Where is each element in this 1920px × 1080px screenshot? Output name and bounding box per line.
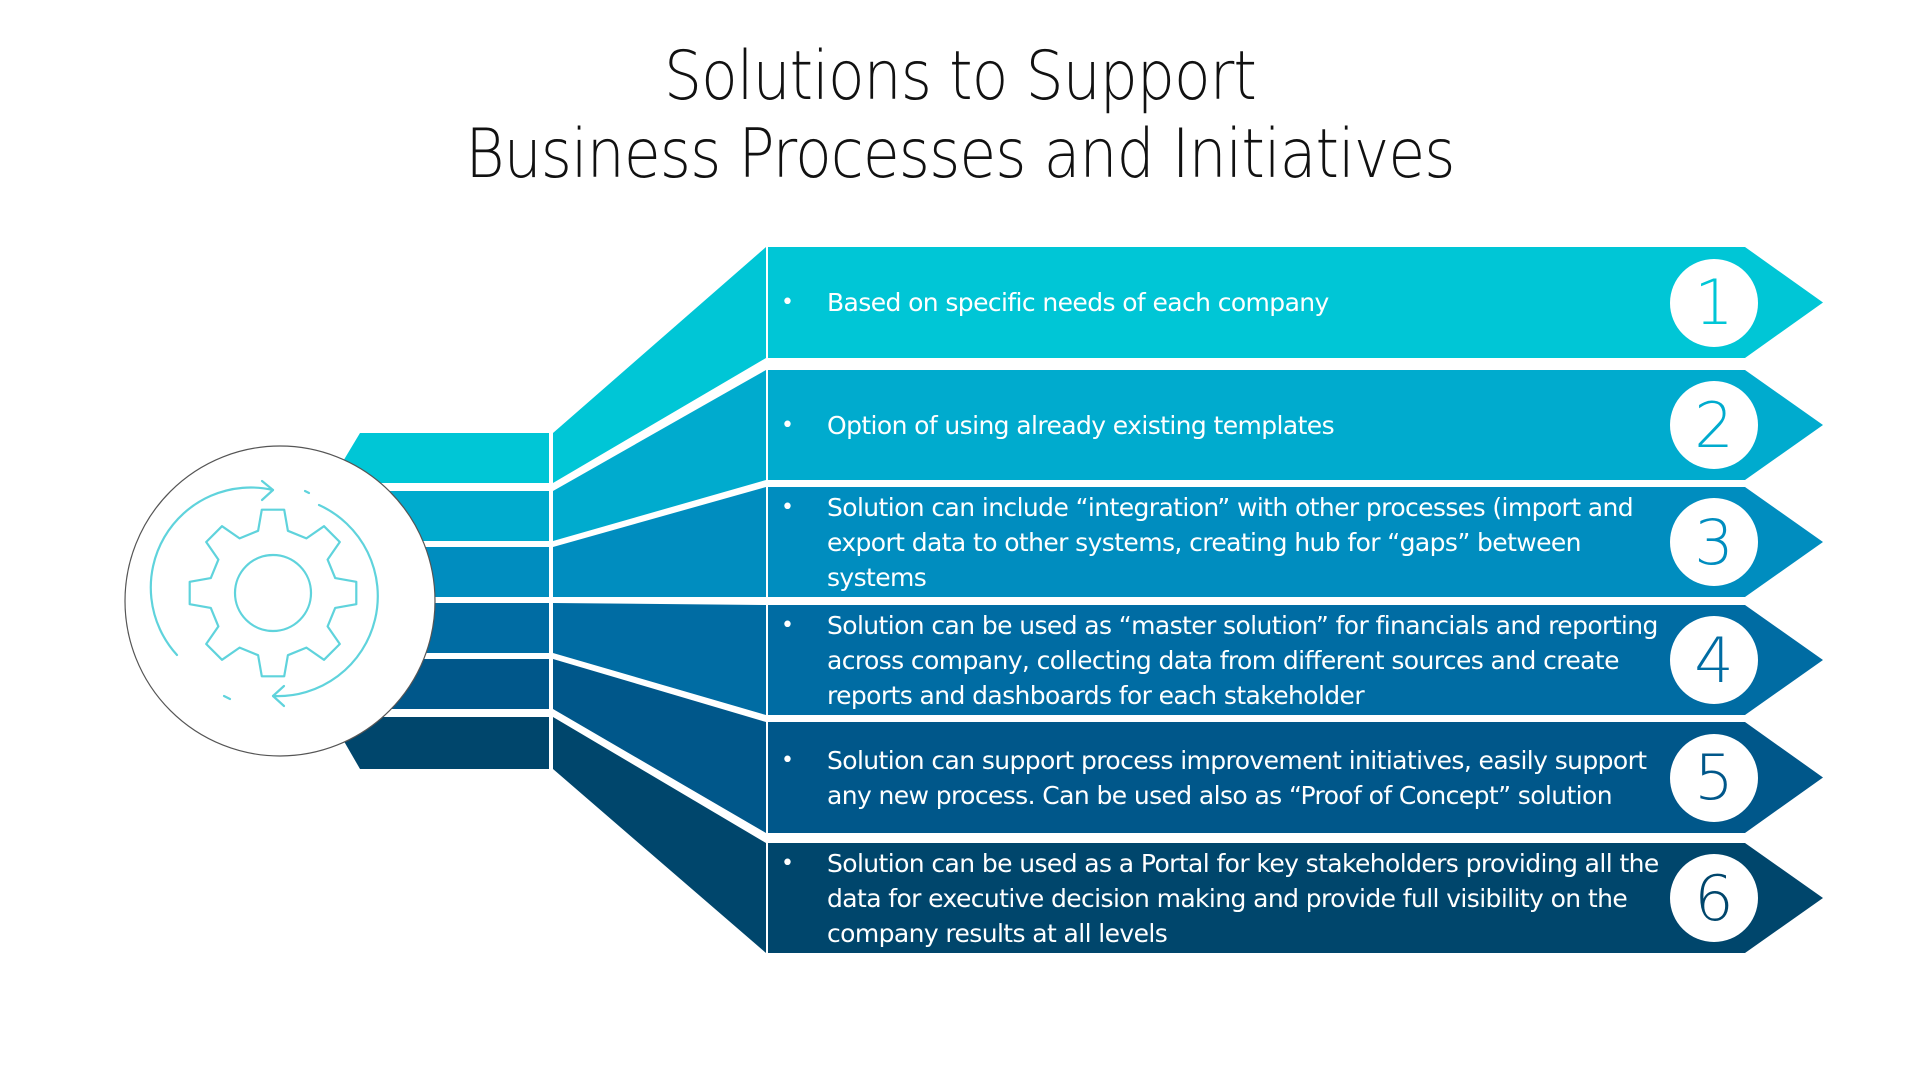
arrow-bars — [768, 247, 1823, 953]
gear-icon — [188, 508, 358, 678]
item-text: Option of using already existing templat… — [827, 410, 1335, 440]
bullet-icon: • — [781, 494, 794, 520]
list-item-content: • Option of using already existing templa… — [775, 408, 1335, 443]
item-text: Solution can be used as a Portal for key… — [827, 848, 1659, 948]
dash-top-icon — [303, 489, 311, 495]
slide-title: Solutions to Support Business Processes … — [115, 38, 1805, 194]
step-number-badge: 4 — [1670, 616, 1758, 704]
gear-hub-icon — [233, 553, 313, 633]
list-item-content: • Solution can be used as “master solutio… — [775, 608, 1685, 713]
list-item-content: • Solution can support process improvemen… — [775, 743, 1685, 813]
arrow-bar-1 — [768, 247, 1823, 358]
connector-3 — [553, 487, 766, 597]
list-item-content: • Solution can be used as a Portal for ke… — [775, 846, 1685, 951]
bullet-icon: • — [781, 412, 794, 438]
arrow-head-left-icon — [271, 684, 286, 708]
item-text: Solution can include “integration” with … — [827, 492, 1634, 592]
gear-with-circular-arrows-icon — [149, 479, 379, 708]
connectors — [553, 247, 766, 953]
item-text: Based on specific needs of each company — [827, 288, 1329, 317]
arrow-arc-top-icon — [149, 486, 275, 657]
connector-5 — [553, 659, 766, 833]
step-number-badge: 2 — [1670, 381, 1758, 469]
arrow-bar-2 — [768, 370, 1823, 480]
title-line-1: Solutions to Support — [663, 37, 1257, 116]
list-item: • Option of using already existing templa… — [775, 370, 1685, 480]
dash-bottom-icon — [222, 694, 232, 701]
connector-6 — [553, 717, 766, 953]
arrow-head-right-icon — [260, 479, 275, 502]
arrow-bar-5 — [768, 722, 1823, 833]
left-stub-1 — [330, 433, 549, 483]
badge-circle — [124, 445, 436, 757]
step-number-badge: 1 — [1670, 258, 1758, 347]
list-item: • Solution can be used as “master solutio… — [775, 605, 1685, 715]
connector-4 — [553, 603, 766, 715]
connector-2 — [553, 370, 766, 541]
step-number-badge: 5 — [1670, 733, 1758, 822]
step-number-badge: 6 — [1670, 854, 1758, 942]
arrow-bar-4 — [768, 605, 1823, 715]
left-stub-6 — [330, 717, 549, 769]
arrow-bar-3 — [768, 487, 1823, 597]
list-item-content: • Solution can include “integration” with… — [775, 490, 1685, 595]
bullet-icon: • — [781, 747, 794, 773]
list-item: • Solution can include “integration” with… — [775, 487, 1685, 597]
step-number-badge: 3 — [1670, 498, 1758, 586]
item-text: Solution can support process improvement… — [827, 745, 1647, 810]
bullet-icon: • — [781, 290, 794, 315]
title-line-2: Business Processes and Initiatives — [465, 115, 1455, 194]
list-item-content: • Based on specific needs of each company — [775, 285, 1329, 320]
item-text: Solution can be used as “master solution… — [827, 610, 1658, 710]
gear-badge — [124, 445, 436, 757]
arrow-bar-6 — [768, 843, 1823, 953]
connector-1 — [553, 247, 766, 483]
list-item: • Solution can support process improvemen… — [775, 722, 1685, 833]
arrow-arc-bottom-icon — [271, 503, 379, 698]
bullet-icon: • — [781, 850, 794, 876]
list-item: • Based on specific needs of each company — [775, 247, 1685, 358]
list-item: • Solution can be used as a Portal for ke… — [775, 843, 1685, 953]
bullet-icon: • — [781, 612, 794, 638]
